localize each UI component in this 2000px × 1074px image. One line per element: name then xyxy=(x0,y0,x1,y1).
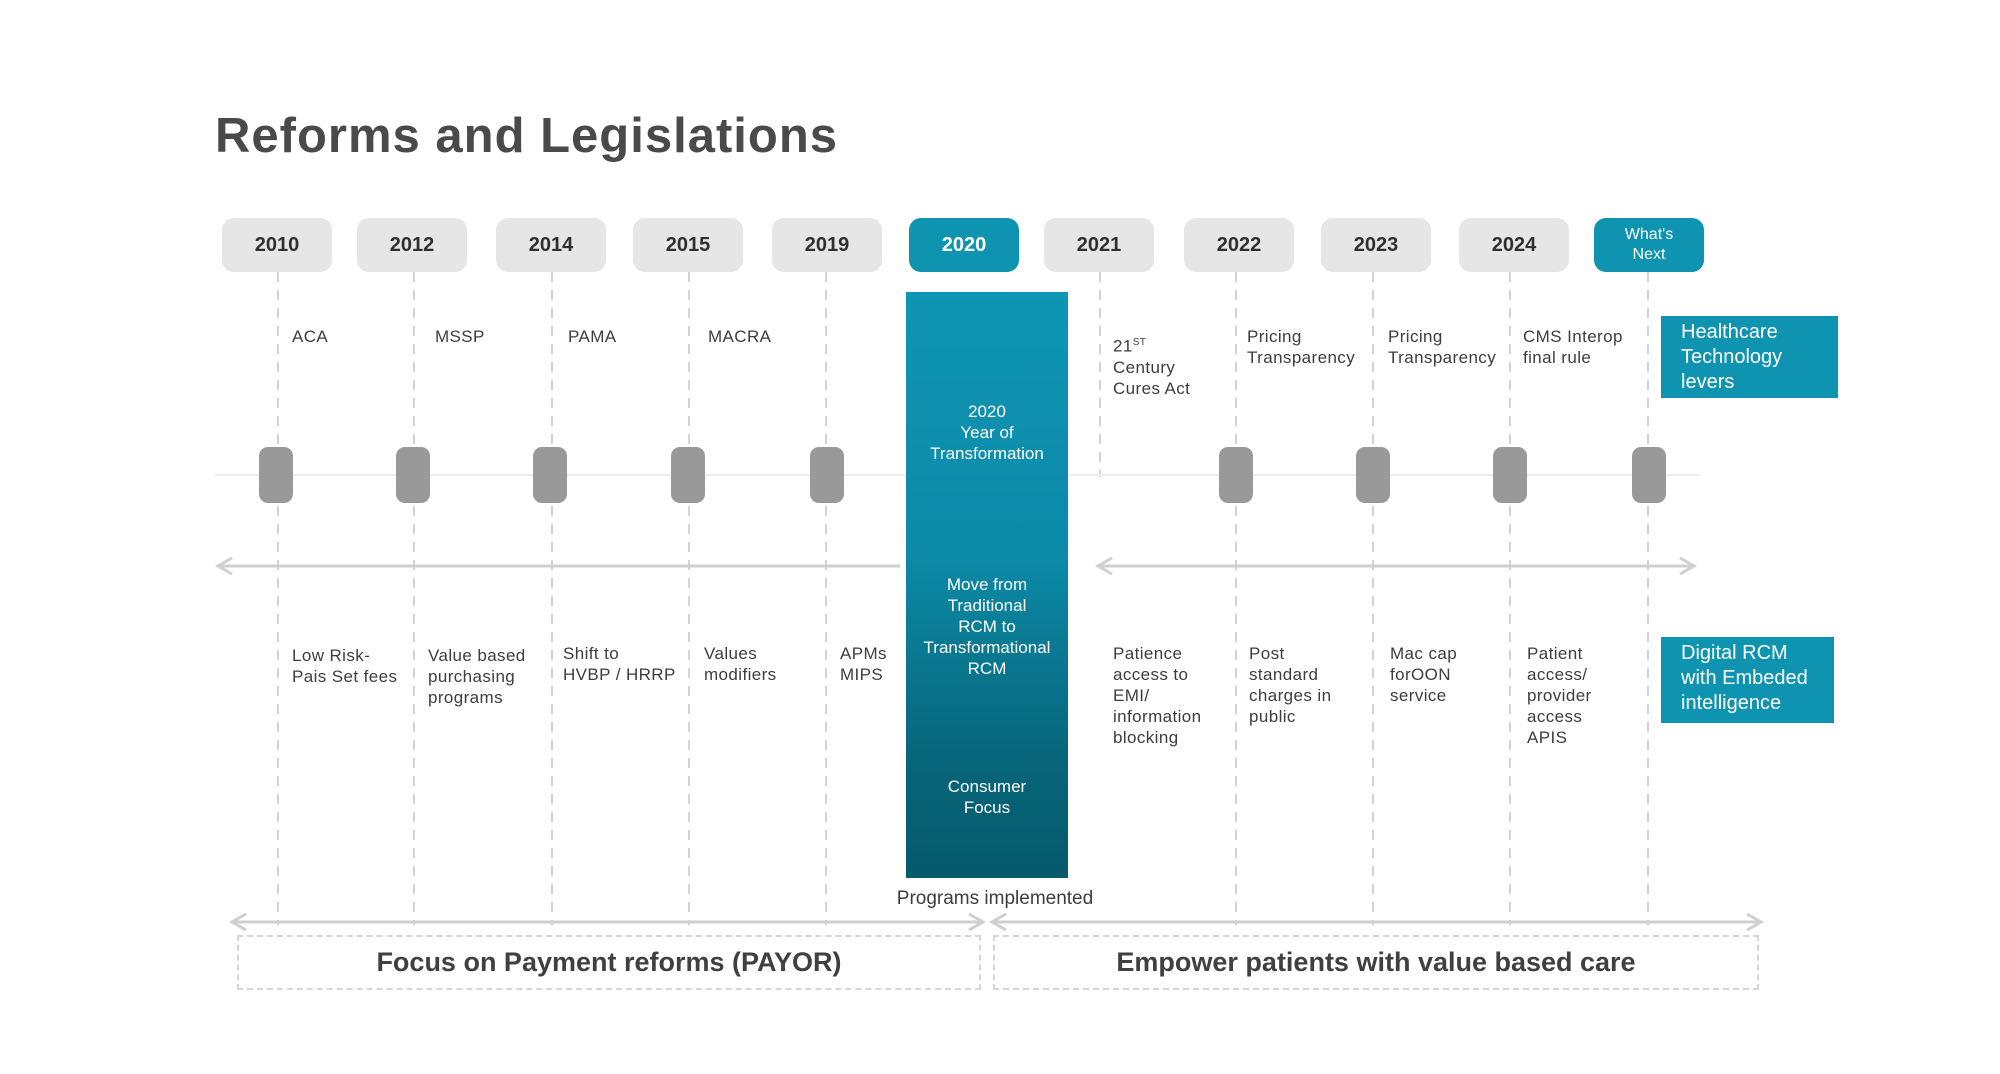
label-macra: MACRA xyxy=(708,327,772,346)
label-pama: PAMA xyxy=(568,327,617,346)
label-aca: ACA xyxy=(292,327,329,346)
year-pill-2019: 2019 xyxy=(772,218,882,272)
timeline-node-2022 xyxy=(1219,447,1253,503)
year-pill-2010: 2010 xyxy=(222,218,332,272)
label-low-risk: Low Risk- Pais Set fees xyxy=(292,646,398,686)
timeline-node-2014 xyxy=(533,447,567,503)
label-cures-act-number: 21 xyxy=(1113,336,1133,356)
transformation-block xyxy=(906,292,1068,878)
year-pill-2021: 2021 xyxy=(1044,218,1154,272)
label-hvbp: Shift to HVBP / HRRP xyxy=(563,644,676,684)
label-cms-interop: CMS Interop final rule xyxy=(1523,327,1623,367)
year-pill-whats-next: What's Next xyxy=(1594,218,1704,272)
label-value-based: Value based purchasing programs xyxy=(428,646,526,707)
label-cures-act-rest: Century Cures Act xyxy=(1113,357,1191,398)
label-pricing-2023: Pricing Transparency xyxy=(1388,327,1497,367)
year-pill-2022: 2022 xyxy=(1184,218,1294,272)
payment-reforms-label: Focus on Payment reforms (PAYOR) xyxy=(237,935,981,990)
label-apms-mips: APMs MIPS xyxy=(840,644,887,684)
center-move-text: Move from Traditional RCM to Transformat… xyxy=(923,575,1051,678)
label-patience-access: Patience access to EMI/ information bloc… xyxy=(1113,644,1202,747)
timeline-node-2010 xyxy=(259,447,293,503)
year-pill-2014: 2014 xyxy=(496,218,606,272)
label-cures-act-suffix: ST xyxy=(1132,337,1147,348)
timeline-node-2019 xyxy=(810,447,844,503)
label-post-standard: Post standard charges in public xyxy=(1249,644,1332,726)
timeline-node-whats-next xyxy=(1632,447,1666,503)
label-pricing-2022: Pricing Transparency xyxy=(1247,327,1356,367)
timeline-node-2012 xyxy=(396,447,430,503)
healthcare-levers-box: Healthcare Technology levers xyxy=(1661,316,1838,398)
timeline-node-2024 xyxy=(1493,447,1527,503)
empower-patients-label: Empower patients with value based care xyxy=(993,935,1759,990)
year-pill-2020: 2020 xyxy=(909,218,1019,272)
year-pill-2012: 2012 xyxy=(357,218,467,272)
label-values-modifiers: Values modifiers xyxy=(704,644,777,684)
timeline-node-2015 xyxy=(671,447,705,503)
digital-rcm-box: Digital RCM with Embeded intelligence xyxy=(1661,637,1834,723)
center-consumer-text: Consumer Focus xyxy=(947,777,1027,817)
year-pill-2023: 2023 xyxy=(1321,218,1431,272)
label-mac-cap: Mac cap forOON service xyxy=(1390,644,1458,705)
timeline-node-2023 xyxy=(1356,447,1390,503)
year-pill-2015: 2015 xyxy=(633,218,743,272)
center-year-text: 2020 Year of Transformation xyxy=(930,402,1044,463)
programs-implemented-label: Programs implemented xyxy=(896,888,1094,909)
label-patient-access: Patient access/ provider access APIS xyxy=(1527,644,1592,747)
page-title: Reforms and Legislations xyxy=(215,109,839,163)
label-cures-act: 21ST Century Cures Act xyxy=(1113,332,1190,399)
year-pill-2024: 2024 xyxy=(1459,218,1569,272)
label-mssp: MSSP xyxy=(435,327,485,346)
